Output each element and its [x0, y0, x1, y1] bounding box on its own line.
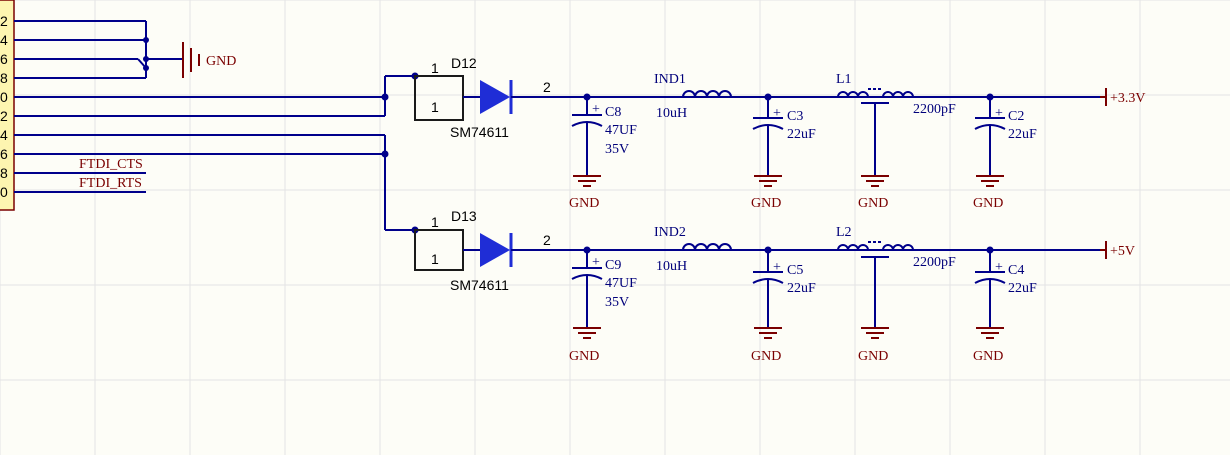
- connector-pin-label: 0: [0, 89, 8, 105]
- diode-d12[interactable]: 1 1 2 D12 SM74611: [414, 55, 1100, 140]
- junction-dot: [143, 65, 149, 71]
- connector-pin-label: 6: [0, 146, 8, 162]
- inductor-ind1[interactable]: IND1 10uH: [654, 72, 732, 121]
- connector-pin-label: 4: [0, 32, 8, 48]
- junction-dot: [381, 150, 389, 158]
- connector-pin-label: 0: [0, 184, 8, 200]
- cap-value: 47UF: [605, 276, 637, 291]
- cap-voltage: 35V: [605, 295, 629, 310]
- cap-value: 22uF: [787, 281, 816, 296]
- cap-plus: +: [773, 260, 781, 275]
- gnd-symbol: GND: [973, 175, 1004, 211]
- cap-plus: +: [995, 260, 1003, 275]
- gnd-label: GND: [569, 349, 599, 364]
- cap-value: 47UF: [605, 123, 637, 138]
- emi-filter-l2[interactable]: L2 2200pF: [836, 225, 956, 328]
- junction-dot: [143, 37, 149, 43]
- connector-wires[interactable]: [14, 20, 385, 193]
- cap-ref: C5: [787, 263, 803, 278]
- cap-plus: +: [592, 255, 600, 270]
- filter-ref: L1: [836, 72, 852, 87]
- diode-value: SM74611: [450, 124, 509, 140]
- filter-value: 2200pF: [913, 255, 956, 270]
- cap-voltage: 35V: [605, 142, 629, 157]
- cap-plus: +: [995, 106, 1003, 121]
- gnd-label: GND: [569, 196, 599, 211]
- gnd-symbol: GND: [973, 327, 1004, 364]
- connector-header[interactable]: 2 4 6 8 0 2 4 6 8 0: [0, 0, 15, 211]
- inductor-ref: IND1: [654, 72, 686, 87]
- junction-dot: [381, 93, 389, 101]
- diode-value: SM74611: [450, 277, 509, 293]
- gnd-symbol: GND: [751, 175, 782, 211]
- inductor-value: 10uH: [656, 106, 687, 121]
- gnd-symbol: GND: [569, 175, 601, 211]
- connector-pin-label: 4: [0, 127, 8, 143]
- cap-plus: +: [592, 102, 600, 117]
- net-label-ftdi-cts[interactable]: FTDI_CTS: [79, 157, 143, 172]
- net-label-ftdi-rts[interactable]: FTDI_RTS: [79, 176, 142, 191]
- cap-ref: C9: [605, 258, 621, 273]
- gnd-label: GND: [858, 349, 888, 364]
- cap-ref: C2: [1008, 109, 1024, 124]
- cap-value: 22uF: [1008, 127, 1037, 142]
- gnd-symbol: GND: [858, 175, 889, 211]
- gnd-symbol: GND: [569, 327, 601, 364]
- inductor-value: 10uH: [656, 259, 687, 274]
- capacitor-c4[interactable]: + C4 22uF: [974, 246, 1037, 329]
- filter-ref: L2: [836, 225, 852, 240]
- capacitor-c8[interactable]: + C8 47UF 35V: [571, 93, 637, 177]
- cap-plus: +: [773, 106, 781, 121]
- power-port-label: +3.3V: [1110, 91, 1146, 106]
- connector-pin-label: 6: [0, 51, 8, 67]
- cap-value: 22uF: [787, 127, 816, 142]
- emi-filter-l1[interactable]: L1 2200pF: [836, 72, 956, 176]
- gnd-symbol: GND: [751, 327, 782, 364]
- diode-d13[interactable]: 1 1 2 D13 SM74611: [414, 208, 1100, 293]
- inductor-ref: IND2: [654, 225, 686, 240]
- diode-pin-label: 2: [543, 232, 551, 248]
- diode-pin-label: 1: [431, 60, 439, 76]
- gnd-port-label: GND: [206, 54, 236, 69]
- gnd-label: GND: [973, 196, 1003, 211]
- power-port-label: +5V: [1110, 244, 1135, 259]
- diode-pin-label: 2: [543, 79, 551, 95]
- cap-ref: C4: [1008, 263, 1024, 278]
- gnd-port-symbol[interactable]: GND: [182, 42, 236, 78]
- power-port-3v3[interactable]: +3.3V: [1100, 88, 1146, 106]
- capacitor-c3[interactable]: + C3 22uF: [752, 93, 816, 177]
- cap-ref: C3: [787, 109, 803, 124]
- diode-feed-wires[interactable]: [381, 72, 419, 234]
- cap-value: 22uF: [1008, 281, 1037, 296]
- connector-pin-label: 8: [0, 70, 8, 86]
- inductor-ind2[interactable]: IND2 10uH: [654, 225, 732, 274]
- gnd-label: GND: [751, 349, 781, 364]
- diode-ref: D13: [451, 208, 477, 224]
- gnd-label: GND: [973, 349, 1003, 364]
- diode-pin-label: 1: [431, 214, 439, 230]
- junction-dot: [143, 56, 149, 62]
- diode-ref: D12: [451, 55, 477, 71]
- cap-ref: C8: [605, 105, 621, 120]
- gnd-label: GND: [751, 196, 781, 211]
- filter-value: 2200pF: [913, 102, 956, 117]
- connector-pin-label: 8: [0, 165, 8, 181]
- capacitor-c2[interactable]: + C2 22uF: [974, 93, 1037, 177]
- capacitor-c9[interactable]: + C9 47UF 35V: [571, 246, 637, 329]
- power-port-5v[interactable]: +5V: [1100, 241, 1135, 259]
- gnd-label: GND: [858, 196, 888, 211]
- diode-pin-label: 1: [431, 99, 439, 115]
- connector-pin-label: 2: [0, 13, 8, 29]
- capacitor-c5[interactable]: + C5 22uF: [752, 246, 816, 329]
- connector-pin-label: 2: [0, 108, 8, 124]
- diode-pin-label: 1: [431, 251, 439, 267]
- gnd-symbol: GND: [858, 327, 889, 364]
